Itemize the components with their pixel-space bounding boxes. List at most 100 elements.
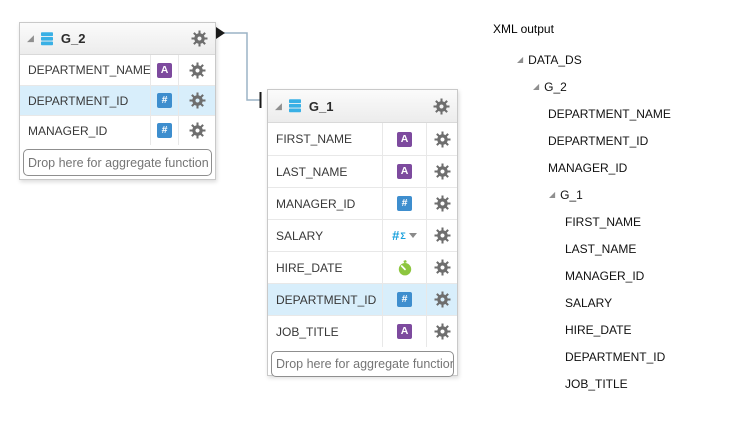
field-row-selected[interactable]: DEPARTMENT_ID # [268,283,457,315]
field-row[interactable]: MANAGER_ID # [268,187,457,219]
text-type-icon: A [397,131,412,147]
group-box-g1[interactable]: ◢ G_1 FIRST_NAME A LAST_NAME A MANAGER_I… [267,89,458,377]
gear-cell[interactable] [178,55,215,85]
tree-node[interactable]: MANAGER_ID [493,154,728,181]
tree-node-label: FIRST_NAME [565,214,642,229]
tree-node[interactable]: HIRE_DATE [493,316,728,343]
sigma-glyph: Σ [400,230,406,241]
gear-icon[interactable] [434,259,451,276]
field-row[interactable]: LAST_NAME A [268,155,457,187]
dataset-icon [40,31,53,45]
type-cell: A [382,316,426,347]
gear-icon[interactable] [434,323,451,340]
field-row[interactable]: HIRE_DATE [268,251,457,283]
field-name: DEPARTMENT_NAME [28,63,150,77]
tree-node-label: DEPARTMENT_ID [548,133,649,148]
tree-node[interactable]: DEPARTMENT_ID [493,343,728,370]
gear-cell[interactable] [426,316,457,347]
tree-node[interactable]: DEPARTMENT_ID [493,127,728,154]
tree-node[interactable]: DEPARTMENT_NAME [493,100,728,127]
type-cell: # [382,284,426,315]
field-name: SALARY [276,228,324,243]
tree-node-label: MANAGER_ID [548,160,628,175]
gear-cell[interactable] [426,252,457,283]
tree-node-data-ds[interactable]: ◢ DATA_DS [493,46,728,73]
tree-node[interactable]: MANAGER_ID [493,262,728,289]
tree-node-g2[interactable]: ◢ G_2 [493,73,728,100]
field-name: DEPARTMENT_ID [276,292,377,307]
number-type-icon: # [397,196,412,211]
group-header-g2[interactable]: ◢ G_2 [20,23,215,55]
field-name: FIRST_NAME [276,132,353,146]
aggregate-drop-zone[interactable]: Drop here for aggregate function [23,149,212,176]
tree-node[interactable]: SALARY [493,289,728,316]
date-type-icon [397,259,412,276]
type-cell: A [382,156,426,187]
field-row[interactable]: MANAGER_ID # [20,115,215,145]
gear-icon[interactable] [191,30,208,47]
field-name: MANAGER_ID [28,123,108,138]
dataset-icon [288,99,301,113]
tree-node[interactable]: JOB_TITLE [493,370,728,397]
gear-icon[interactable] [433,98,450,115]
expand-triangle-icon[interactable]: ◢ [533,81,540,91]
group-title: G_2 [60,31,86,46]
connector-line [224,32,260,101]
field-name: JOB_TITLE [276,324,339,339]
group-header-g1[interactable]: ◢ G_1 [268,90,457,123]
tree-node[interactable]: FIRST_NAME [493,208,728,235]
gear-cell[interactable] [426,123,457,155]
field-row[interactable]: SALARY #Σ [268,219,457,251]
gear-cell[interactable] [426,156,457,187]
expand-triangle-icon[interactable]: ◢ [517,54,524,64]
collapse-triangle-icon[interactable]: ◢ [275,100,282,111]
tree-node[interactable]: LAST_NAME [493,235,728,262]
gear-cell[interactable] [426,284,457,315]
type-cell: #Σ [382,220,426,251]
dropdown-caret-icon[interactable] [408,233,417,238]
tree-node-label: LAST_NAME [565,241,637,256]
field-name: HIRE_DATE [276,260,343,275]
field-row[interactable]: FIRST_NAME A [268,123,457,155]
field-name: DEPARTMENT_ID [28,93,129,108]
tree-node-label: G_2 [544,79,567,94]
gear-icon[interactable] [189,92,206,109]
type-cell: A [382,123,426,155]
gear-icon[interactable] [434,227,451,244]
gear-cell[interactable] [426,220,457,251]
collapse-triangle-icon[interactable]: ◢ [27,33,34,43]
aggregate-drop-zone[interactable]: Drop here for aggregate function [271,351,454,377]
field-row[interactable]: DEPARTMENT_NAME A [20,55,215,85]
field-name: LAST_NAME [276,164,348,179]
type-cell: # [382,188,426,219]
gear-icon[interactable] [434,291,451,308]
hash-glyph: # [392,228,400,243]
tree-node-g1[interactable]: ◢ G_1 [493,181,728,208]
group-link-connector [216,27,262,108]
gear-icon[interactable] [189,62,206,79]
number-type-icon: # [157,123,172,138]
group-title: G_1 [308,98,334,114]
xml-output-panel: XML output ◢ DATA_DS ◢ G_2 DEPARTMENT_NA… [493,12,728,397]
type-cell [382,252,426,283]
text-type-icon: A [397,324,412,339]
type-cell: A [150,55,178,85]
group-box-g2[interactable]: ◢ G_2 DEPARTMENT_NAME A DEPARTMENT_ID # … [19,22,216,180]
tree-node-label: DEPARTMENT_ID [565,349,666,364]
gear-cell[interactable] [426,188,457,219]
gear-icon[interactable] [434,131,451,148]
field-row[interactable]: JOB_TITLE A [268,315,457,347]
gear-icon[interactable] [189,122,206,139]
field-row-selected[interactable]: DEPARTMENT_ID # [20,85,215,115]
tree-node-label: HIRE_DATE [565,322,632,337]
gear-cell[interactable] [178,116,215,145]
expand-triangle-icon[interactable]: ◢ [549,189,556,199]
number-type-icon: # [157,93,172,108]
tree-node-label: DATA_DS [528,52,582,67]
gear-icon[interactable] [434,195,451,212]
gear-icon[interactable] [434,163,451,180]
text-type-icon: A [397,164,412,179]
type-cell: # [150,86,178,115]
gear-cell[interactable] [178,86,215,115]
